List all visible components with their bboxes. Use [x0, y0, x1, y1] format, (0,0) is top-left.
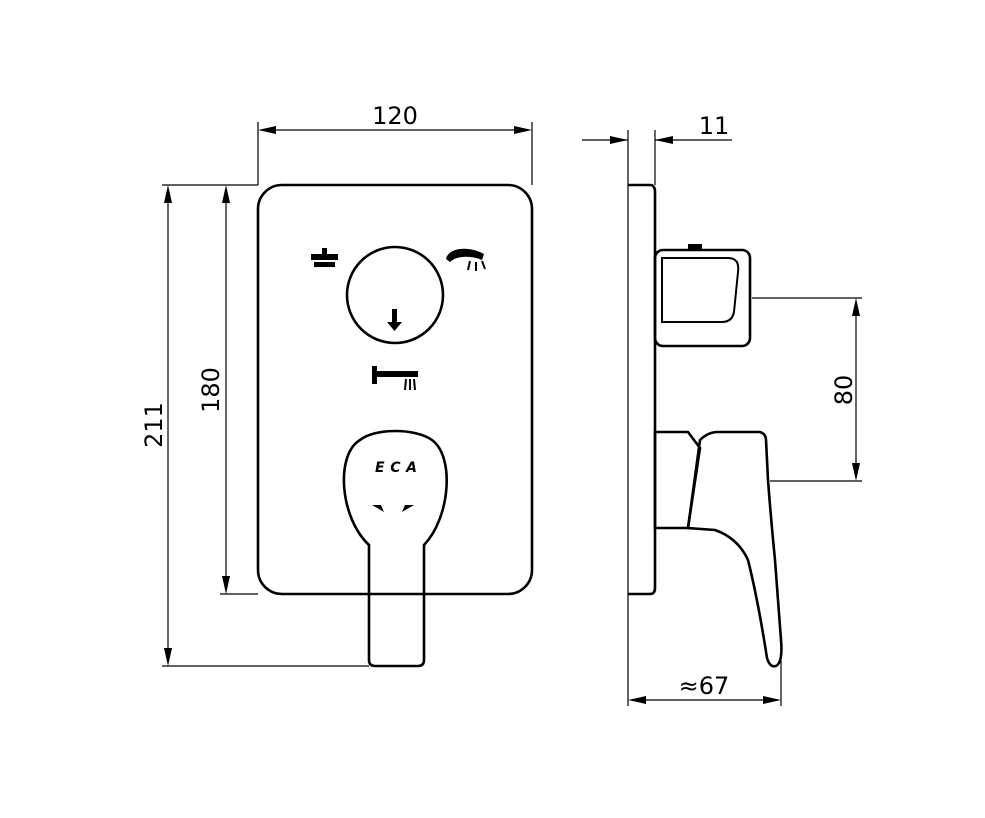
down-arrow-icon [387, 309, 402, 331]
dim-67-label: ≈67 [679, 672, 730, 700]
brand-logo-icon: ECA [375, 460, 419, 476]
overhead-shower-icon [311, 248, 338, 267]
plate-profile [628, 183, 657, 596]
bath-spout-icon [372, 366, 418, 391]
dim-plate-height: 180 [197, 185, 258, 595]
dim-total-depth: ≈67 [628, 660, 782, 706]
dim-80-label: 80 [830, 375, 858, 406]
side-view: 11 80 ≈67 [582, 112, 862, 706]
front-view: ECA 120 211 180 [140, 102, 534, 668]
dim-180-label: 180 [197, 367, 225, 413]
dim-211-label: 211 [140, 402, 168, 448]
mixer-handle-side [653, 430, 783, 668]
dim-handle-distance: 80 [752, 297, 862, 482]
diverter-knob-side [653, 244, 752, 348]
cover-plate [256, 183, 534, 596]
dim-total-height: 211 [140, 184, 369, 667]
dim-120-label: 120 [372, 102, 418, 130]
mixer-handle [342, 429, 448, 668]
hand-shower-icon [446, 248, 486, 271]
temp-mark-right [402, 505, 414, 512]
dim-11-label: 11 [699, 112, 730, 140]
diverter-knob [345, 245, 445, 345]
temp-mark-left [372, 505, 384, 512]
dim-plate-depth: 11 [582, 112, 732, 185]
dim-plate-width: 120 [257, 102, 533, 185]
logo-text: ECA [375, 460, 419, 476]
